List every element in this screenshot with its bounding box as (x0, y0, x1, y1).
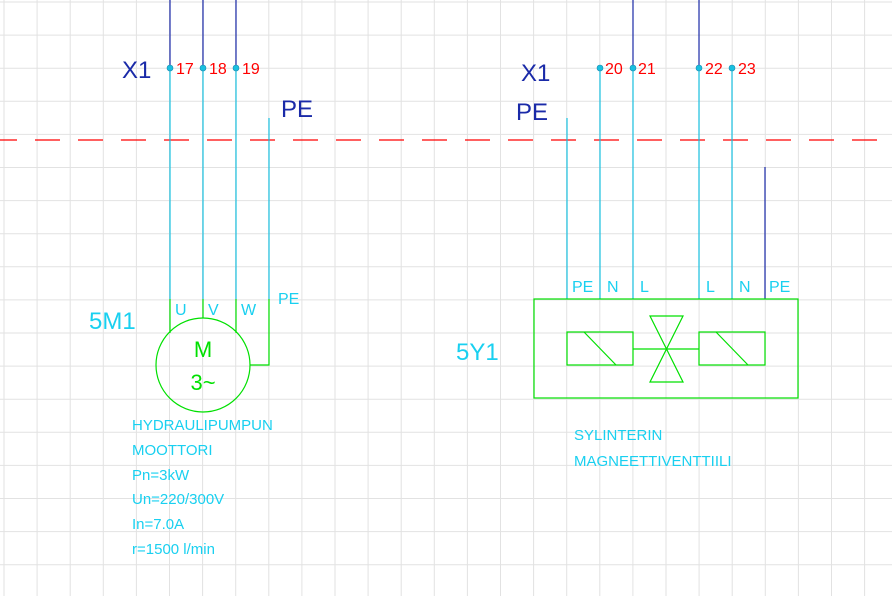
motor-symbol-3phase: 3~ (190, 370, 215, 395)
valve-wires (566, 0, 766, 299)
terminal-23-dot[interactable] (728, 64, 736, 72)
terminal-number: 19 (242, 61, 260, 78)
motor-description: HYDRAULIPUMPUN MOOTTORI Pn=3kW Un=220/30… (132, 417, 273, 558)
terminal-19-dot[interactable] (232, 64, 240, 72)
motor-symbol-m: M (194, 337, 212, 362)
motor-terminals (166, 64, 240, 72)
svg-text:N: N (739, 279, 751, 296)
pin-labels: PE N L L N PE (572, 279, 790, 296)
svg-text:Pn=3kW: Pn=3kW (132, 467, 190, 484)
svg-text:PE: PE (572, 279, 593, 296)
terminal-20-dot[interactable] (596, 64, 604, 72)
valve-terminals (596, 64, 736, 72)
valve-bowtie-icon (649, 315, 684, 383)
terminal-strip-label: X1 (122, 57, 151, 84)
svg-text:r=1500 l/min: r=1500 l/min (132, 541, 215, 558)
svg-text:MOOTTORI: MOOTTORI (132, 442, 213, 459)
pin-label: PE (278, 291, 299, 308)
pe-label: PE (281, 96, 313, 123)
svg-text:MAGNEETTIVENTTIILI: MAGNEETTIVENTTIILI (574, 453, 732, 470)
terminal-22-dot[interactable] (695, 64, 703, 72)
pin-label: W (241, 302, 257, 319)
svg-text:HYDRAULIPUMPUN: HYDRAULIPUMPUN (132, 417, 273, 434)
terminal-number: 17 (176, 61, 194, 78)
motor-wires (169, 0, 270, 366)
svg-text:N: N (607, 279, 619, 296)
svg-text:Un=220/300V: Un=220/300V (132, 491, 224, 508)
motor-symbol[interactable]: M 3~ (155, 317, 251, 413)
device-tag: 5Y1 (456, 339, 499, 366)
pin-label: V (208, 302, 219, 319)
svg-text:SYLINTERIN: SYLINTERIN (574, 427, 662, 444)
device-tag: 5M1 (89, 308, 136, 335)
terminal-number: 21 (638, 61, 656, 78)
valve-description: SYLINTERIN MAGNEETTIVENTTIILI (574, 427, 732, 470)
svg-text:In=7.0A: In=7.0A (132, 516, 184, 533)
terminal-18-dot[interactable] (199, 64, 207, 72)
terminal-number: 22 (705, 61, 723, 78)
terminal-number: 20 (605, 61, 623, 78)
terminal-number: 23 (738, 61, 756, 78)
svg-text:L: L (706, 279, 715, 296)
terminal-21-dot[interactable] (629, 64, 637, 72)
svg-text:PE: PE (769, 279, 790, 296)
solenoid-valve-symbol[interactable] (533, 298, 799, 399)
terminal-strip-label: X1 (521, 60, 550, 87)
svg-text:L: L (640, 279, 649, 296)
pe-label: PE (516, 99, 548, 126)
pin-label: U (175, 302, 187, 319)
terminal-17-dot[interactable] (166, 64, 174, 72)
terminal-number: 18 (209, 61, 227, 78)
